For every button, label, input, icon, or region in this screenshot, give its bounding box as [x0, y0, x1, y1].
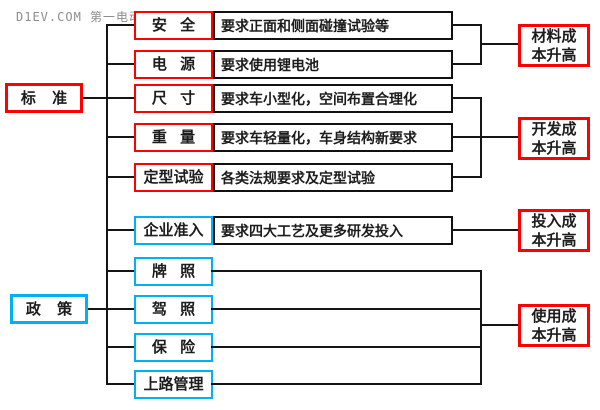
branch-line: [106, 176, 134, 178]
category-label: 安 全: [151, 17, 196, 34]
outcome-label-line1: 投入成: [531, 212, 577, 230]
outcome-development-cost: 开发成 本升高: [518, 117, 590, 160]
category-size: 尺 寸: [134, 84, 213, 113]
category-type-test: 定型试验: [134, 163, 213, 192]
outcome-label-line2: 本升高: [531, 326, 577, 344]
branch-line: [106, 97, 134, 99]
branch-line: [106, 308, 134, 310]
connector-line: [480, 270, 482, 385]
desc-weight: 要求车轻量化，车身结构新要求: [213, 123, 453, 152]
category-insurance: 保 险: [134, 333, 213, 362]
outcome-label-line2: 本升高: [531, 231, 577, 249]
desc-label: 要求使用锂电池: [221, 56, 319, 73]
outcome-label-line2: 本升高: [531, 46, 577, 64]
connector-line: [480, 324, 518, 326]
category-label: 尺 寸: [151, 90, 196, 107]
node-policy-label: 政 策: [25, 300, 73, 318]
outcome-investment-cost: 投入成 本升高: [518, 209, 590, 252]
category-label: 重 量: [151, 129, 196, 146]
connector-line: [451, 63, 482, 65]
desc-label: 各类法规要求及定型试验: [221, 169, 375, 186]
category-label: 驾 照: [151, 301, 196, 318]
category-label: 企业准入: [143, 222, 204, 239]
category-weight: 重 量: [134, 123, 213, 152]
desc-safety: 要求正面和侧面碰撞试验等: [213, 11, 453, 40]
connector-line: [451, 97, 482, 99]
branch-line: [106, 346, 134, 348]
desc-enterprise-access: 要求四大工艺及更多研发投入: [213, 216, 453, 245]
connector-line: [211, 383, 482, 385]
outcome-usage-cost: 使用成 本升高: [518, 304, 590, 347]
connector-line: [451, 24, 482, 26]
category-safety: 安 全: [134, 11, 213, 40]
branch-line: [106, 24, 134, 26]
spine-line: [106, 24, 108, 385]
desc-type-test: 各类法规要求及定型试验: [213, 163, 453, 192]
outcome-label-line2: 本升高: [531, 139, 577, 157]
category-license-plate: 牌 照: [134, 257, 213, 286]
branch-line: [106, 63, 134, 65]
node-policy: 政 策: [10, 294, 88, 324]
connector-line: [451, 176, 482, 178]
category-label: 牌 照: [151, 263, 196, 280]
category-power: 电 源: [134, 50, 213, 79]
desc-label: 要求车轻量化，车身结构新要求: [221, 129, 417, 146]
desc-label: 要求正面和侧面碰撞试验等: [221, 17, 389, 34]
connector-line: [211, 308, 482, 310]
connector-line: [211, 346, 482, 348]
desc-size: 要求车小型化，空间布置合理化: [213, 84, 453, 113]
category-label: 上路管理: [143, 376, 204, 393]
category-label: 电 源: [151, 56, 196, 73]
outcome-label-line1: 使用成: [531, 307, 577, 325]
category-enterprise-access: 企业准入: [134, 216, 213, 245]
connector-line: [451, 136, 482, 138]
branch-line: [106, 270, 134, 272]
category-label: 定型试验: [143, 169, 204, 186]
category-drivers-license: 驾 照: [134, 295, 213, 324]
connector-line: [211, 270, 482, 272]
connector-line: [480, 43, 518, 45]
standard-link-line: [82, 97, 108, 99]
category-label: 保 险: [151, 339, 196, 356]
outcome-material-cost: 材料成 本升高: [518, 24, 590, 67]
node-standard: 标 准: [5, 83, 83, 113]
connector-line: [451, 229, 518, 231]
branch-line: [106, 136, 134, 138]
branch-line: [106, 229, 134, 231]
watermark-text: D1EV.COM 第一电动: [16, 10, 143, 24]
outcome-label-line1: 材料成: [531, 27, 577, 45]
policy-link-line: [87, 308, 108, 310]
desc-power: 要求使用锂电池: [213, 50, 453, 79]
node-standard-label: 标 准: [20, 89, 68, 107]
branch-line: [106, 383, 134, 385]
desc-label: 要求四大工艺及更多研发投入: [221, 222, 403, 239]
desc-label: 要求车小型化，空间布置合理化: [221, 90, 417, 107]
connector-line: [480, 136, 518, 138]
category-road-management: 上路管理: [134, 370, 213, 399]
outcome-label-line1: 开发成: [531, 120, 577, 138]
